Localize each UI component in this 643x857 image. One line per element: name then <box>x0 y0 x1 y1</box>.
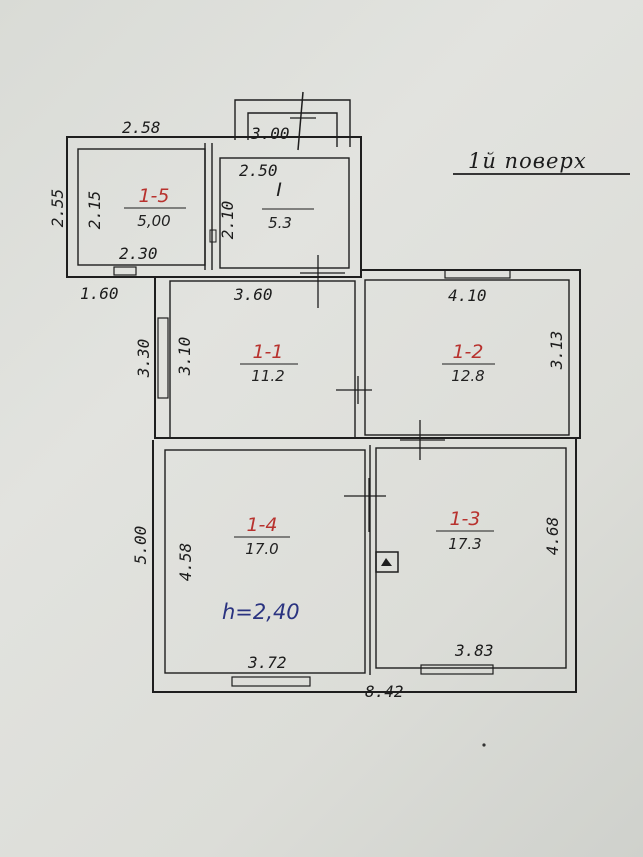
stove-icon <box>381 558 392 566</box>
floor-title: 1й поверх <box>453 149 630 175</box>
dim-room14-h: 4.58 <box>176 543 195 582</box>
room-1-4-area: 17.0 <box>245 540 278 558</box>
porch <box>234 91 351 151</box>
room-1-5-code: 1-5 <box>138 185 169 207</box>
dim-room12-h: 3.13 <box>547 331 566 371</box>
dim-roomI-inner-w: 2.50 <box>239 161 278 180</box>
dim-room15-inner-h: 2.15 <box>85 191 104 230</box>
upper-block <box>66 136 362 278</box>
ceiling-height: h=2,40 <box>222 600 300 624</box>
room-1-4-code: 1-4 <box>246 514 277 536</box>
window-1-4 <box>231 676 311 687</box>
lower-block <box>152 420 577 693</box>
room-1-3-area: 17.3 <box>448 535 481 553</box>
pencil-dot <box>482 743 486 747</box>
porch-inner-wall <box>247 112 338 147</box>
middle-block <box>154 255 581 439</box>
room-1-2-outline <box>364 279 570 436</box>
dim-lower-outer-h: 5.00 <box>131 526 150 565</box>
window-1-5 <box>113 266 137 276</box>
room-1-1-area: 11.2 <box>251 367 284 385</box>
room-I-code: I <box>276 179 282 201</box>
dim-top-left-width: 2.58 <box>122 118 161 137</box>
room-1-4-outline <box>164 449 366 674</box>
room-1-1-code: 1-1 <box>252 341 283 363</box>
dim-room11-inner-h: 3.10 <box>175 337 194 377</box>
floor-title-text: 1й поверх <box>468 149 587 173</box>
room-1-5-area: 5,00 <box>137 212 170 230</box>
stove-block <box>375 551 399 573</box>
door-1-5-I <box>209 229 217 243</box>
dim-room13-bottom: 3.83 <box>454 641 494 660</box>
upper-block-outer <box>66 136 362 278</box>
dim-room11-outer-h: 3.30 <box>134 339 153 379</box>
room-1-3-outline <box>375 447 567 669</box>
window-1-2 <box>444 269 511 279</box>
dim-room14-bottom: 3.72 <box>247 653 287 672</box>
window-1-1 <box>157 317 169 399</box>
dim-room12-top: 4.10 <box>448 286 487 305</box>
dim-room13-h: 4.68 <box>543 517 562 556</box>
room-1-1-outline <box>169 280 356 439</box>
room-I-area: 5.3 <box>268 214 292 232</box>
window-1-3 <box>420 664 494 675</box>
room-1-2-code: 1-2 <box>452 341 483 363</box>
dimension-labels: 2.58 3.00 2.55 2.15 2.30 2.50 2.10 1.60 … <box>48 118 566 701</box>
dim-left-height: 2.55 <box>48 189 67 228</box>
dim-total-width: 8.42 <box>365 682 404 701</box>
room-I-outline <box>219 157 350 269</box>
room-labels: 1-5 5,00 I 5.3 1-1 11.2 1-2 12.8 1-4 17.… <box>124 179 495 558</box>
porch-entry-mark <box>297 91 304 151</box>
dim-porch-width: 3.00 <box>250 124 290 143</box>
room-1-3-code: 1-3 <box>449 508 480 530</box>
dim-room11-top: 3.60 <box>233 285 273 304</box>
room-1-2-area: 12.8 <box>451 367 484 385</box>
dim-bottom-left-small: 1.60 <box>80 284 119 303</box>
lower-block-outer <box>152 438 577 693</box>
dim-roomI-inner-h: 2.10 <box>218 201 237 240</box>
porch-outer-wall <box>234 99 351 147</box>
middle-block-outer <box>154 269 581 439</box>
dim-room15-inner-w: 2.30 <box>119 244 158 263</box>
